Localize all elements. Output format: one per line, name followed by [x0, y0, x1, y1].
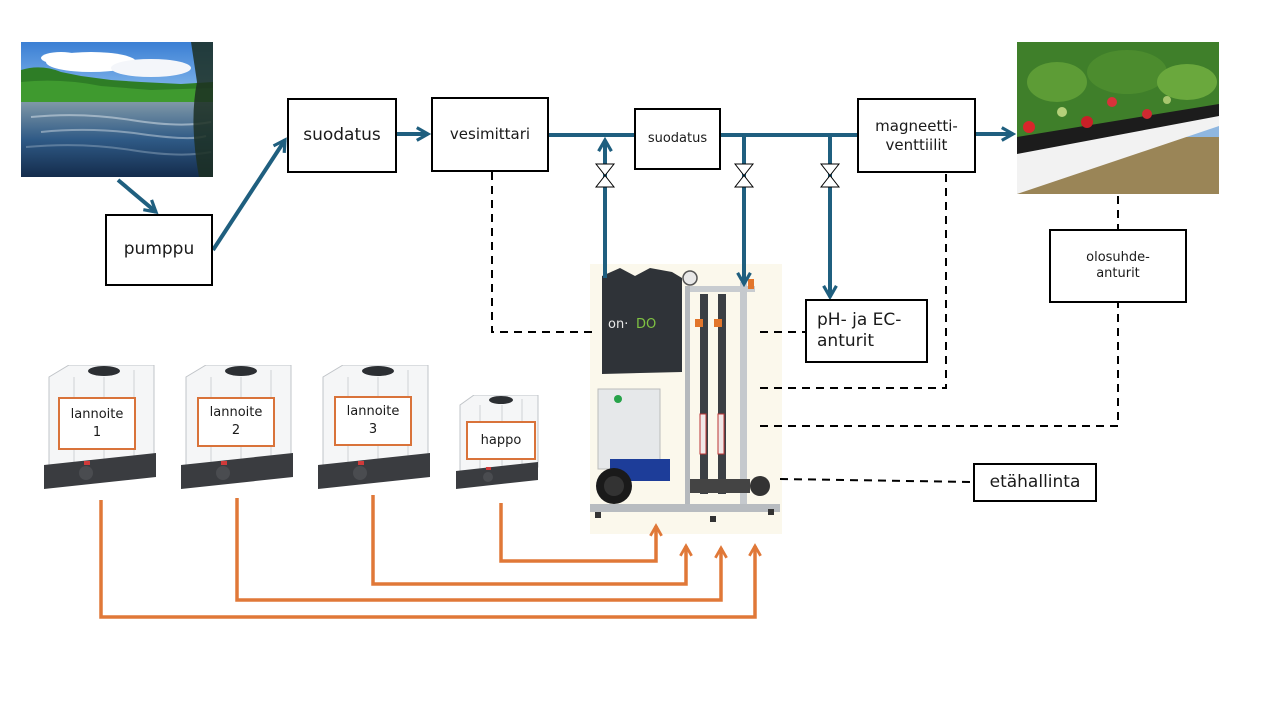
control-unit-to-conditions: [760, 302, 1119, 427]
box-pumppu: pumppu: [105, 214, 213, 286]
feed-lannoite-2: [235, 498, 728, 602]
box-vesimittari: vesimittari: [431, 97, 549, 172]
feed-lannoite-3: [371, 495, 693, 586]
box-etahallinta: etähallinta: [973, 463, 1097, 502]
flow-lake-to-pump: [116, 178, 159, 215]
box-ph-ec-anturit: pH- ja EC- anturit: [805, 299, 928, 363]
olosuhdeanturit-label: olosuhde- anturit: [1086, 249, 1150, 281]
dosing-brand-logo: on·: [608, 317, 628, 332]
box-magneettiventtiilit: magneetti- venttiilit: [857, 98, 976, 173]
control-unit-to-valves: [760, 172, 947, 389]
control-unit-to-remote: [779, 478, 974, 483]
tank-1-label: lannoite 1: [70, 406, 124, 440]
feed-lannoite-1: [99, 500, 762, 619]
box-suodatus-2: suodatus: [634, 108, 721, 170]
feed-happo: [499, 503, 663, 563]
suodatus-1-label: suodatus: [303, 124, 381, 145]
strawberry-field-photo: [1017, 42, 1219, 194]
on-do-dosing-unit-photo: on· DO: [590, 264, 782, 534]
etahallinta-label: etähallinta: [989, 471, 1081, 492]
flow-pump-to-filter: [211, 137, 287, 252]
vesimittari-label: vesimittari: [449, 125, 531, 144]
tank-4-label: happo: [480, 432, 522, 448]
magneettiventtiilit-label: magneetti- venttiilit: [875, 116, 958, 154]
lake-photo: [21, 42, 213, 177]
tank-3-label: lannoite 3: [346, 404, 400, 437]
tank-label-lannoite-3: lannoite 3: [334, 396, 412, 446]
valve-2: [733, 163, 755, 188]
box-olosuhdeanturit: olosuhde- anturit: [1049, 229, 1187, 303]
svg-text:DO: DO: [636, 317, 656, 332]
suodatus-2-label: suodatus: [647, 130, 708, 146]
ph-ec-anturit-label: pH- ja EC- anturit: [817, 309, 902, 351]
valve-1: [594, 163, 616, 188]
pumppu-label: pumppu: [123, 239, 195, 260]
tank-label-happo: happo: [466, 421, 536, 460]
control-meter-to-unit: [491, 172, 592, 333]
tank-label-lannoite-1: lannoite 1: [58, 397, 136, 450]
tank-label-lannoite-2: lannoite 2: [197, 397, 275, 447]
valve-3: [819, 163, 841, 188]
tank-2-label: lannoite 2: [209, 405, 263, 438]
box-suodatus-1: suodatus: [287, 98, 397, 173]
